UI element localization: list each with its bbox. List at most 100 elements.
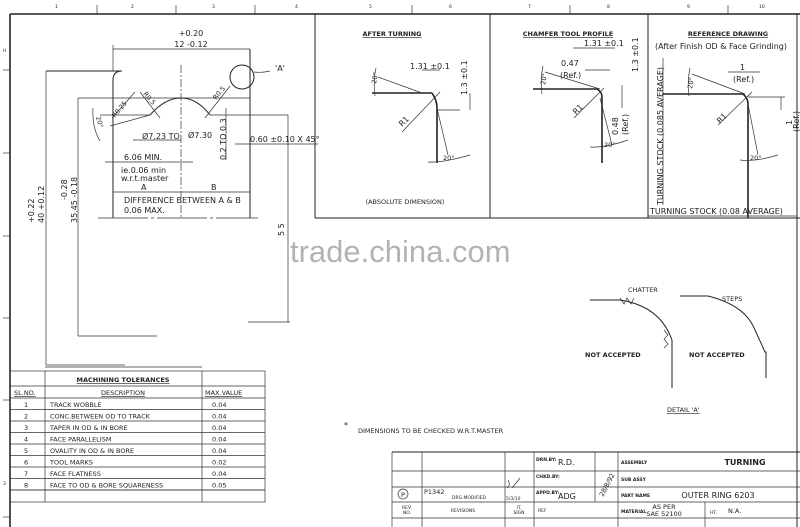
title-block: DRN.BY: R.D. CHKD.BY: APPD.BY: ADG 28/8/… (391, 451, 800, 527)
steps-label: STEPS (722, 295, 742, 303)
revisions-label: REVISIONS (451, 508, 475, 514)
not-accepted-label: NOT ACCEPTED (585, 351, 641, 359)
revision-date: 5/3/10 (506, 496, 521, 502)
ruler-label: 8 (607, 4, 610, 10)
dimension-ref-h: 0.47 (561, 59, 579, 68)
reference-drawing-panel: REFERENCE DRAWING (After Finish OD & Fac… (648, 30, 800, 218)
row-max-value: 0.04 (212, 447, 226, 455)
angle-label: 20° (370, 72, 380, 85)
drawing-date: 28/8/92 (598, 472, 617, 498)
note-line: ie.0.06 min (121, 166, 166, 175)
dimension-v: 1.3 ±0.1 (460, 60, 469, 95)
revision-number: P1342 (424, 488, 444, 496)
machining-tolerances-table: MACHINING TOLERANCES SL.NO. DESCRIPTION … (9, 366, 266, 503)
ruler-label: 6 (449, 4, 452, 10)
ruler-label: 2 (131, 4, 134, 10)
revision-symbol: P (401, 491, 405, 499)
ruler-label: 5 (369, 4, 372, 10)
ref-label: (Ref.) (733, 75, 754, 84)
right-dimension: 5 5 (277, 223, 286, 236)
row-number: 4 (24, 436, 28, 444)
checked-by-label: CHKD.BY: (536, 474, 560, 480)
dimension-v: 1 (785, 120, 794, 125)
detail-title: DETAIL 'A' (667, 406, 700, 414)
row-number: 1 (24, 401, 28, 409)
od-dimension: 40 +0.12 (37, 186, 46, 223)
top-ruler: 1 2 3 4 5 6 7 8 9 10 H 3 (3, 4, 765, 487)
row-number: 7 (24, 470, 28, 478)
turning-stock-horizontal: TURNING STOCK (0.08 AVERAGE) (649, 207, 783, 216)
radius-label: R1 (715, 112, 729, 126)
width-dimension: 12 -0.12 (174, 40, 207, 49)
row-number: 6 (24, 459, 28, 467)
dimension-h: 1 (740, 63, 745, 72)
ruler-label: 3 (3, 481, 6, 487)
approved-by-label: APPD.BY: (536, 490, 560, 496)
rev-no-label: REV. (402, 505, 412, 511)
master-note: DIMENSIONS TO BE CHECKED W.R.T.MASTER (358, 427, 504, 435)
difference-note: DIFFERENCE BETWEEN A & B (124, 196, 241, 205)
panel-title: CHAMFER TOOL PROFILE (523, 30, 613, 38)
ruler-label: 4 (295, 4, 298, 10)
ruler-label: 1 (55, 4, 58, 10)
row-max-value: 0.05 (212, 482, 226, 490)
not-accepted-label: NOT ACCEPTED (689, 351, 745, 359)
assembly-value: TURNING (724, 458, 765, 467)
angle-label: 20° (94, 115, 105, 128)
material-label: MATERIAL (621, 509, 646, 515)
drawn-by: R.D. (558, 458, 575, 467)
row-description: CONC.BETWEEN OD TO TRACK (50, 413, 151, 421)
panel-subtitle: (After Finish OD & Face Grinding) (655, 42, 787, 51)
diameter-to: Ø7.30 (188, 130, 212, 140)
ref-label: (Ref.) (792, 111, 800, 132)
row-number: 8 (24, 482, 28, 490)
row-description: FACE TO OD & BORE SQUARENESS (50, 482, 163, 490)
part-name-label: PART NAME (621, 493, 650, 499)
ruler-label: H (3, 48, 6, 54)
label-a: A (141, 183, 147, 192)
row-max-value: 0.04 (212, 424, 226, 432)
row-max-value: 0.04 (212, 401, 226, 409)
difference-max: 0.06 MAX. (124, 206, 165, 215)
turning-stock-vertical: TURNING STOCK (0.085 AVERAGE) (656, 67, 665, 206)
note-bullet: * (344, 421, 348, 430)
ref-label: REF (538, 508, 547, 514)
table-title: MACHINING TOLERANCES (77, 376, 170, 384)
absolute-dimension-note: (ABSOLUTE DIMENSION) (366, 198, 445, 206)
width-tolerance: +0.20 (179, 29, 204, 38)
sign-label: SIGN (513, 510, 524, 516)
panel-title: AFTER TURNING (363, 30, 422, 38)
sub-assy-label: SUB ASSY (621, 477, 647, 483)
angle-label: 20° (539, 73, 549, 86)
column-header: DESCRIPTION (101, 389, 145, 397)
chatter-label: CHATTER (628, 286, 658, 294)
ref-label: (Ref.) (560, 71, 581, 80)
chamfer-label: 0.60 ±0.10 X 45° (250, 135, 320, 144)
sign-label: IT. (517, 505, 522, 511)
detail-a-callout: 'A' (275, 64, 285, 73)
row-number: 2 (24, 413, 28, 421)
row-max-value: 0.04 (212, 436, 226, 444)
depth-label: 0.2 TO 0.3 (219, 118, 228, 160)
diameter-from: Ø7.23 TO (142, 131, 180, 141)
chamfer-tool-panel: CHAMFER TOOL PROFILE line 1.31 ±0.1 0.47… (523, 30, 640, 163)
drawn-by-label: DRN.BY: (536, 457, 557, 463)
main-section-view (45, 45, 318, 366)
material-line: AS PER (652, 503, 676, 511)
material-line: SAE 52100 (646, 510, 682, 518)
row-max-value: 0.04 (212, 413, 226, 421)
ruler-label: 10 (759, 4, 765, 10)
track-dimension: 35.45 -0.18 (70, 177, 79, 223)
row-description: FACE PARALLELISM (50, 436, 111, 444)
part-name: OUTER RING 6203 (681, 491, 754, 500)
detail-a: CHATTER STEPS NOT ACCEPTED NOT ACCEPTED … (585, 286, 767, 414)
panel-frames (314, 14, 800, 527)
angle-label: 20° (604, 141, 616, 149)
ref-label: (Ref.) (621, 114, 630, 135)
rev-no-label: NO. (403, 510, 411, 516)
angle-label: 20° (686, 77, 696, 90)
ruler-label: 3 (212, 4, 215, 10)
radius-label: R0.5 (141, 90, 157, 107)
row-max-value: 0.02 (212, 459, 226, 467)
